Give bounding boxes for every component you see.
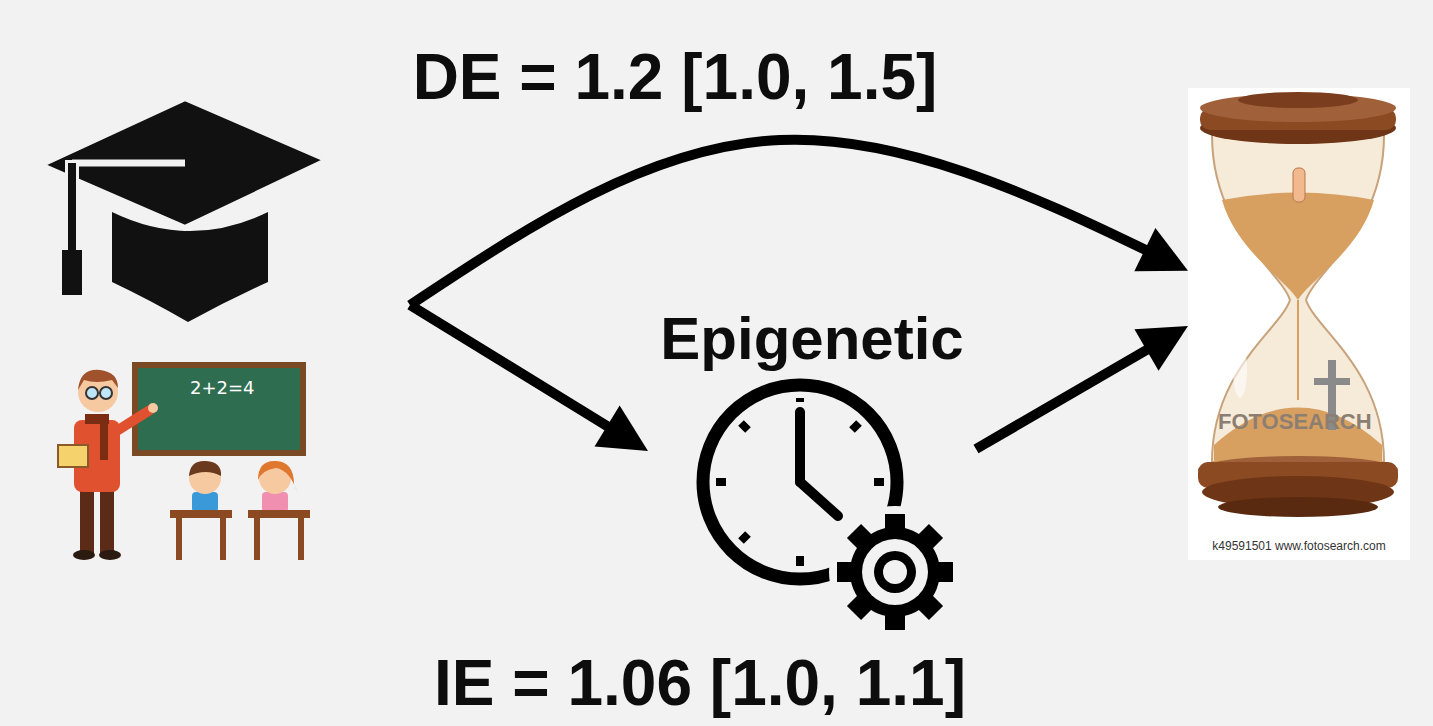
classroom-illustration-part: [115, 410, 150, 432]
classroom-illustration-part: [192, 492, 218, 512]
arrow-connector: [976, 326, 1188, 449]
graduation-cap-icon-part: [65, 160, 79, 255]
hourglass-picture-part: [1297, 300, 1299, 400]
classroom-illustration-part: [100, 420, 108, 460]
epigenetic-node: Epigenetic: [648, 300, 976, 645]
mediator-label: Epigenetic: [660, 306, 963, 372]
arrow-head: [1134, 228, 1188, 271]
classroom-illustration-part: [100, 387, 112, 399]
clock-gear-icon-part: [874, 478, 884, 486]
classroom-illustration-part: [80, 488, 94, 554]
arrow-line: [410, 305, 648, 451]
clock-gear-icon-part: [796, 556, 804, 566]
hourglass-picture-part: [1214, 408, 1382, 463]
hourglass-picture-part: [1238, 92, 1358, 108]
image-credit: k49591501 www.fotosearch.com: [1212, 540, 1385, 553]
arrow-head: [595, 406, 648, 452]
classroom-illustration-part: [220, 518, 226, 560]
hourglass-picture: [1188, 88, 1410, 560]
clock-gear-icon-part: [850, 527, 940, 617]
clock-gear-icon-part: [800, 482, 838, 516]
clock-gear-icon-part: [795, 412, 805, 482]
hourglass-picture-part: [1188, 88, 1410, 560]
clock-gear-icon-part: [796, 398, 804, 402]
hourglass-picture-part: [1218, 497, 1378, 517]
arrow-head: [1134, 326, 1188, 371]
arrow-connector: [410, 305, 648, 451]
classroom-illustration-part: [135, 365, 303, 453]
clock-gear-icon: [703, 385, 961, 638]
classroom-illustration: [58, 365, 310, 560]
hourglass-picture-part: [1222, 193, 1374, 301]
classroom-illustration-part: [248, 510, 310, 518]
arrow-line: [410, 140, 1188, 305]
classroom-illustration-part: [298, 518, 304, 560]
clock-gear-icon-part: [883, 560, 907, 584]
hourglass-picture-part: [1212, 135, 1384, 462]
classroom-illustration-part: [148, 403, 158, 413]
classroom-illustration-part: [254, 518, 260, 560]
hourglass-picture-part: [1314, 378, 1350, 385]
graduation-cap-icon-part: [72, 160, 185, 167]
clock-gear-icon-part: [741, 423, 748, 430]
classroom-illustration-part: [73, 550, 95, 560]
graduation-cap-icon-part: [68, 163, 76, 255]
clock-gear-icon-part: [716, 478, 726, 486]
effect-estimate: IE = 1.06 [1.0, 1.1]: [428, 648, 972, 718]
classroom-illustration-part: [78, 370, 118, 390]
classroom-illustration-part: [258, 461, 298, 494]
arrow-line: [976, 326, 1188, 449]
clock-gear-icon-part: [741, 534, 748, 541]
classroom-illustration-part: [176, 518, 182, 560]
classroom-illustration-part: [58, 445, 88, 467]
effect-estimate: DE = 1.2 [1.0, 1.5]: [407, 42, 944, 112]
graduation-cap-icon-part: [62, 250, 82, 295]
arrow-connector: [410, 140, 1188, 305]
education-node: 2+2=4: [25, 45, 410, 560]
hourglass-picture-part: [1233, 342, 1247, 398]
classroom-illustration-part: [99, 550, 121, 560]
classroom-illustration-part: [170, 510, 232, 518]
clock-gear-icon-part: [829, 506, 961, 638]
clock-gear-icon-part: [852, 423, 859, 430]
classroom-illustration-part: [86, 387, 98, 399]
hourglass-picture-part: [1293, 168, 1305, 202]
mortality-node: FOTOSEARCH k49591501 www.fotosearch.com: [1188, 88, 1410, 560]
clock-gear-icon-part: [874, 551, 916, 593]
clock-gear-icon-part: [862, 539, 928, 605]
classroom-illustration-part: [262, 492, 288, 512]
classroom-illustration-part: [189, 461, 221, 476]
watermark: FOTOSEARCH: [1218, 410, 1372, 434]
board-text: 2+2=4: [190, 378, 255, 398]
clock-gear-icon-part: [837, 514, 953, 630]
graduation-cap-icon: [40, 98, 328, 322]
classroom-illustration-part: [100, 488, 114, 554]
graduation-cap-icon-part: [40, 98, 328, 228]
